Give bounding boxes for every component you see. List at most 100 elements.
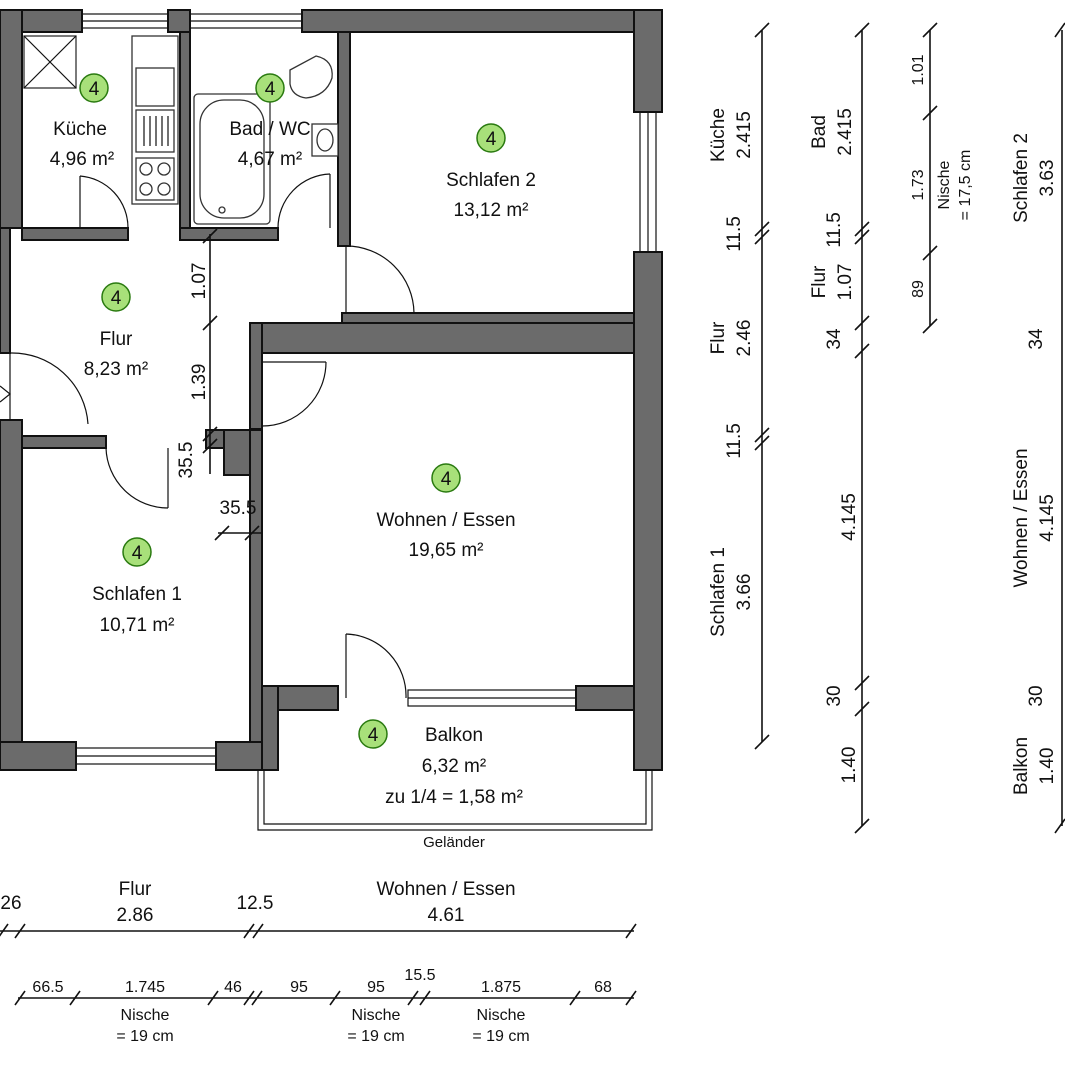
- room-share: zu 1/4 = 1,58 m²: [385, 787, 523, 808]
- dim-15-5: 15.5: [404, 967, 435, 984]
- room-name: Schlafen 2: [446, 170, 536, 191]
- dim-balkon-value: 1.40: [1037, 748, 1058, 785]
- dim-schlafen2-value: 3.63: [1037, 160, 1058, 197]
- dim-11-5-a: 11.5: [724, 216, 745, 252]
- dim-89: 89: [910, 280, 927, 298]
- dim-schlafen2-name: Schlafen 2: [1011, 133, 1032, 223]
- room-badge: [122, 537, 152, 567]
- room-area: 6,32 m²: [422, 756, 486, 777]
- niche-depth: = 17,5 cm: [957, 150, 974, 221]
- dim-flur-value: 1.07: [835, 264, 856, 301]
- room-badge: [255, 73, 285, 103]
- right-dimension-col4: Schlafen 2 3.63 34 Wohnen / Essen 4.145 …: [1011, 22, 1065, 834]
- room-badge-label: 4: [111, 288, 122, 309]
- dim-30: 30: [1026, 685, 1047, 706]
- dim-flur-value: 2.86: [117, 905, 154, 926]
- dim-1-745: 1.745: [125, 979, 165, 996]
- room-bad: 4 Bad / WC 4,67 m²: [229, 73, 311, 170]
- railing-label: Geländer: [423, 834, 485, 851]
- dim-schlafen1-name: Schlafen 1: [708, 547, 729, 637]
- room-badge: [431, 463, 461, 493]
- inner-dimensions: 1.07 1.39 35.5 35.5: [176, 228, 262, 541]
- dim-wohnen-value: 4.145: [1037, 494, 1058, 542]
- room-badge-label: 4: [132, 543, 143, 564]
- niche-1-depth: = 19 cm: [116, 1028, 173, 1045]
- room-badge: [476, 123, 506, 153]
- room-name: Flur: [100, 329, 133, 350]
- room-area: 19,65 m²: [409, 540, 484, 561]
- dim-flur-value: 2.46: [734, 320, 755, 357]
- windows: [75, 13, 657, 765]
- right-dimension-col1: Küche 2.415 11.5 Flur 2.46 11.5 Schlafen…: [708, 22, 770, 750]
- room-badge-label: 4: [89, 79, 100, 100]
- dim-wohnen-name: Wohnen / Essen: [1011, 448, 1032, 587]
- niche-2-depth: = 19 cm: [347, 1028, 404, 1045]
- dim-1-73: 1.73: [910, 169, 927, 200]
- dim-11-5: 11.5: [824, 212, 845, 248]
- room-flur: 4 Flur 8,23 m²: [84, 282, 148, 380]
- dim-kueche-name: Küche: [708, 108, 729, 162]
- walls: [0, 9, 663, 771]
- room-badge: [79, 73, 109, 103]
- dim-95b: 95: [367, 979, 385, 996]
- room-name: Balkon: [425, 725, 483, 746]
- room-area: 8,23 m²: [84, 359, 148, 380]
- room-schlafen1: 4 Schlafen 1 10,71 m²: [92, 537, 182, 636]
- dim-66-5: 66.5: [32, 979, 63, 996]
- dim-wohnen-value: 4.61: [428, 905, 465, 926]
- room-badge-label: 4: [368, 725, 379, 746]
- room-kueche: 4 Küche 4,96 m²: [50, 73, 114, 170]
- bath-fixtures: [193, 55, 339, 225]
- kitchen-fixtures: [23, 35, 179, 205]
- niche-label: Nische: [936, 160, 953, 209]
- dim-flur-name: Flur: [708, 321, 729, 354]
- niche-3-depth: = 19 cm: [472, 1028, 529, 1045]
- dim-95a: 95: [290, 979, 308, 996]
- dim-68: 68: [594, 979, 612, 996]
- dim-niche-horizontal: 35.5: [220, 498, 257, 519]
- dim-11-5-b: 11.5: [724, 423, 745, 459]
- room-area: 4,67 m²: [238, 149, 302, 170]
- dim-30: 30: [824, 685, 845, 706]
- dim-1-875: 1.875: [481, 979, 521, 996]
- dim-kueche-value: 2.415: [734, 111, 755, 159]
- room-name: Bad / WC: [229, 119, 310, 140]
- dim-flur-lower: 1.39: [189, 364, 210, 401]
- dim-12-5: 12.5: [237, 893, 274, 914]
- niche-3-label: Nische: [477, 1007, 526, 1024]
- right-dimension-col2: Bad 2.415 11.5 Flur 1.07 34 4.145 30 1.4…: [809, 22, 870, 834]
- room-badge: [358, 719, 388, 749]
- room-badge: [101, 282, 131, 312]
- right-dimension-col3: 1.01 1.73 89 Nische = 17,5 cm: [910, 22, 974, 334]
- room-area: 4,96 m²: [50, 149, 114, 170]
- room-badge-label: 4: [486, 129, 497, 150]
- dim-niche-vertical: 35.5: [176, 442, 197, 479]
- dim-1-01: 1.01: [910, 54, 927, 85]
- dim-flur-upper: 1.07: [189, 263, 210, 300]
- niche-1-label: Nische: [121, 1007, 170, 1024]
- dim-1-40: 1.40: [839, 747, 860, 784]
- room-wohnen: 4 Wohnen / Essen 19,65 m²: [376, 463, 516, 561]
- dim-bad-value: 2.415: [835, 108, 856, 156]
- dim-wohnen-name: Wohnen / Essen: [376, 879, 515, 900]
- bottom-dimension-row1: 26 Flur 2.86 12.5 Wohnen / Essen 4.61: [0, 879, 637, 939]
- dim-flur-name: Flur: [809, 265, 830, 298]
- room-name: Wohnen / Essen: [376, 510, 515, 531]
- balcony-outline: [257, 770, 653, 831]
- dim-flur-name: Flur: [119, 879, 152, 900]
- room-name: Schlafen 1: [92, 584, 182, 605]
- dim-schlafen1-value: 3.66: [734, 574, 755, 611]
- room-schlafen2: 4 Schlafen 2 13,12 m²: [446, 123, 536, 221]
- dim-34: 34: [824, 328, 845, 350]
- dim-34: 34: [1026, 328, 1047, 350]
- room-area: 10,71 m²: [100, 615, 175, 636]
- dim-balkon-name: Balkon: [1011, 737, 1032, 795]
- room-badge-label: 4: [441, 469, 452, 490]
- room-badge-label: 4: [265, 79, 276, 100]
- dim-26: 26: [0, 893, 21, 914]
- dim-bad-name: Bad: [809, 115, 830, 149]
- room-name: Küche: [53, 119, 107, 140]
- dim-4-145: 4.145: [839, 493, 860, 541]
- room-area: 13,12 m²: [454, 200, 529, 221]
